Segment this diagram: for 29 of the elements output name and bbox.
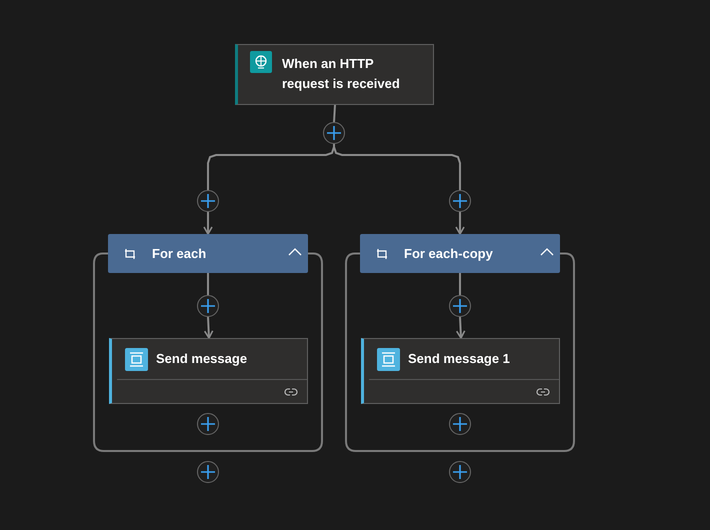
connector-line <box>207 273 209 295</box>
connector-line <box>333 104 336 122</box>
loop-header <box>108 234 308 273</box>
loop-header <box>360 234 560 273</box>
action-card <box>361 338 560 404</box>
add-step-button <box>449 190 471 212</box>
connector-arrow <box>455 212 465 235</box>
loop-title: For each-copy <box>404 245 493 263</box>
connector-arrow <box>203 212 213 235</box>
connector-line <box>459 273 461 295</box>
trigger-title: When an HTTP request is received <box>282 55 401 93</box>
connector-line <box>333 144 461 190</box>
connector-arrow <box>456 316 466 339</box>
add-step-button <box>197 190 219 212</box>
action-title: Send message 1 <box>408 350 510 368</box>
add-step-button <box>197 295 219 317</box>
add-step-button <box>449 295 471 317</box>
action-card <box>109 338 308 404</box>
add-step-button <box>449 461 471 483</box>
action-title: Send message <box>156 350 248 368</box>
connector-arrow <box>204 316 214 339</box>
add-step-button <box>323 122 345 144</box>
add-step-button <box>197 413 219 435</box>
loop-container <box>93 234 323 452</box>
loop-container <box>345 234 575 452</box>
trigger-card <box>235 44 434 105</box>
add-step-button <box>197 461 219 483</box>
add-step-button <box>449 413 471 435</box>
loop-title: For each <box>152 245 206 263</box>
